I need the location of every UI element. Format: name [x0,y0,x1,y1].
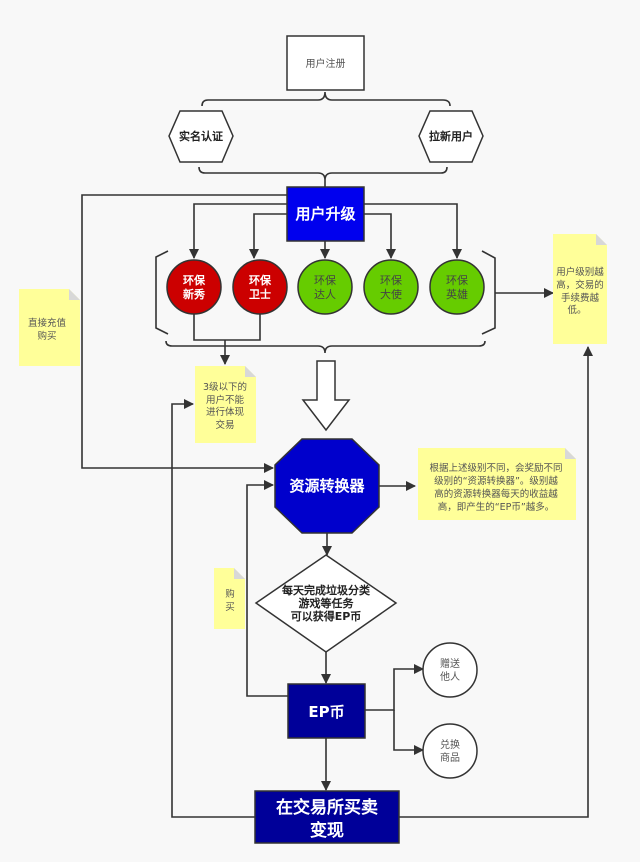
real-name-node[interactable]: 实名认证 [168,110,234,163]
note-fee-line1: 用户级别越 [556,266,604,278]
brace-mid [198,166,448,181]
big-down-arrow [301,360,351,432]
bracket-left [155,250,169,335]
edge-ep-gift [365,664,424,711]
note-restriction-line4: 交易 [215,419,234,431]
upgrade-label: 用户升级 [295,205,356,223]
brace-bottom [165,340,486,354]
level-5-line1: 环保 [446,273,468,287]
note-fee-line3: 手续费越 [561,292,600,304]
real-name-label: 实名认证 [179,129,223,143]
note-direct-buy: 直接充值 购买 [19,289,80,366]
edge-trade-fee [399,346,593,818]
level-5-line2: 英雄 [446,287,468,301]
decision-line1: 每天完成垃圾分类 [282,583,371,597]
converter-node[interactable]: 资源转换器 [274,438,380,534]
register-node[interactable]: 用户注册 [286,35,365,91]
decision-line3: 可以获得EP币 [291,609,362,623]
note-reward-line1: 根据上述级别不同，会奖励不同 [429,462,562,474]
note-fee-line2: 高，交易的 [556,279,604,291]
level-4-line2: 大使 [380,287,402,301]
note-restriction-line1: 3级以下的 [203,381,247,393]
edge-red-join [193,314,261,341]
register-label: 用户注册 [306,57,346,70]
level-2-line2: 卫士 [249,287,271,301]
ep-coin-node[interactable]: EP币 [287,683,366,739]
level-node-1[interactable]: 环保 新秀 [166,259,222,315]
exchange-node[interactable]: 兑换 商品 [422,723,478,779]
gift-node[interactable]: 赠送 他人 [422,642,478,698]
decision-node[interactable]: 每天完成垃圾分类 游戏等任务 可以获得EP币 [254,554,398,653]
edge-ep-exchange [393,710,424,755]
note-restriction: 3级以下的 用户不能 进行体现 交易 [195,366,256,443]
upgrade-node[interactable]: 用户升级 [286,186,365,242]
note-reward-line4: 高，即产生的“EP币”越多。 [438,501,555,513]
note-restriction-line2: 用户不能 [206,394,245,406]
note-direct-buy-line1: 直接充值 [28,317,67,329]
note-buy-line1: 购 [225,588,235,600]
converter-label: 资源转换器 [289,477,365,495]
level-1-line1: 环保 [183,273,206,287]
edge-upgrade-level1 [189,203,287,259]
exchange-line1: 兑换 [440,738,460,751]
invite-label: 拉新用户 [429,129,473,143]
note-fee: 用户级别越 高，交易的 手续费越 低。 [553,234,607,344]
trade-line1: 在交易所买卖 [276,797,378,818]
level-node-5[interactable]: 环保 英雄 [429,259,485,315]
edge-upgrade-level5 [364,203,462,259]
level-node-4[interactable]: 环保 大使 [363,259,419,315]
exchange-line2: 商品 [440,751,460,764]
edge-upgrade-level2 [249,213,287,259]
edge-upgrade-level4 [364,213,396,259]
trade-line2: 变现 [310,820,344,841]
gift-line1: 赠送 [440,657,460,670]
invite-node[interactable]: 拉新用户 [418,110,484,163]
note-reward-line2: 级别的“资源转换器”。级别越 [434,475,558,487]
ep-coin-label: EP币 [308,703,344,721]
level-4-line1: 环保 [380,273,402,287]
decision-line2: 游戏等任务 [299,596,355,610]
level-3-line2: 达人 [314,288,336,301]
level-node-3[interactable]: 环保 达人 [297,259,353,315]
brace-top [201,91,451,107]
trade-node[interactable]: 在交易所买卖 变现 [254,790,400,844]
level-3-line1: 环保 [314,273,336,287]
note-buy-line2: 买 [225,602,235,613]
edge-buy-loop [246,480,288,697]
level-node-2[interactable]: 环保 卫士 [232,259,288,315]
edge-trade-restriction [171,399,255,818]
gift-line2: 他人 [440,670,460,683]
note-reward: 根据上述级别不同，会奖励不同 级别的“资源转换器”。级别越 高的资源转换器每天的… [418,448,576,520]
level-1-line2: 新秀 [183,287,205,301]
note-buy: 购 买 [214,568,245,629]
note-direct-buy-line2: 购买 [37,330,56,342]
level-2-line1: 环保 [249,273,272,287]
note-fee-line4: 低。 [567,304,586,316]
note-restriction-line3: 进行体现 [206,406,245,418]
edge-direct-buy [81,194,287,473]
note-reward-line3: 高的资源转换器每天的收益越 [434,488,558,500]
